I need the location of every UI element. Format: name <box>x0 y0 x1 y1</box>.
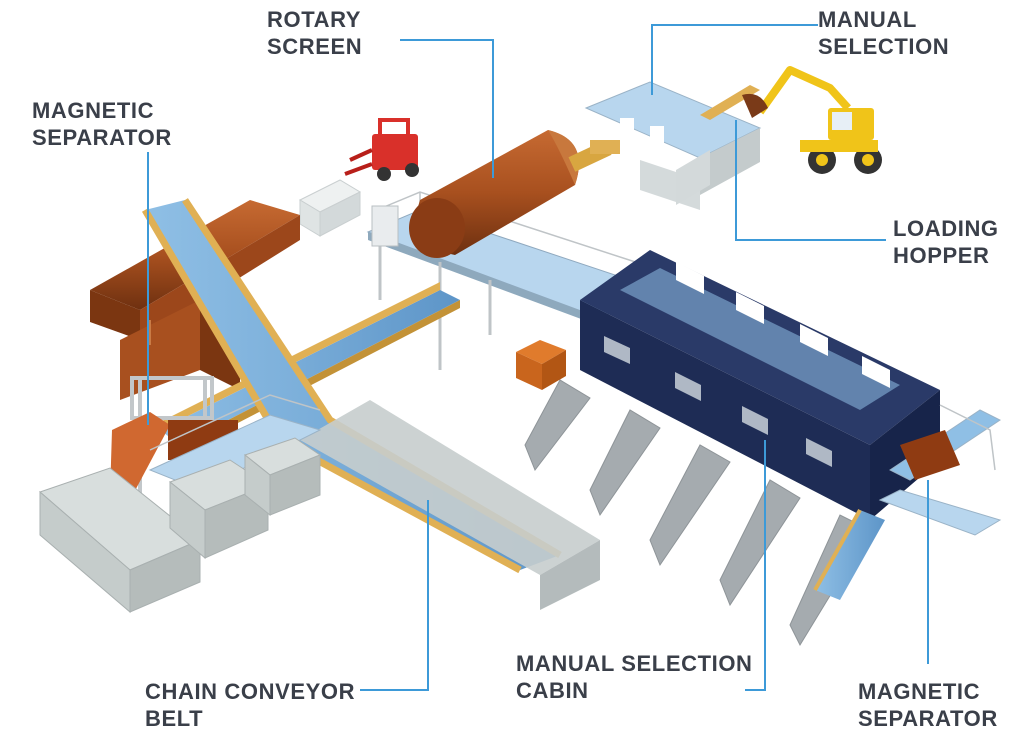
callout-lines <box>147 24 929 691</box>
orange-bin <box>516 340 566 390</box>
excavator <box>742 66 882 174</box>
right-conveyors <box>813 404 1002 600</box>
label-loading-hopper: LOADING HOPPER <box>893 216 999 268</box>
callout-line-manual-selection <box>651 24 818 95</box>
callout-line-chain-conveyor <box>360 500 429 691</box>
label-manual-selection: MANUAL SELECTION <box>818 7 950 59</box>
label-magnetic-separator-right: MAGNETIC SEPARATOR <box>858 679 998 731</box>
label-rotary-screen: ROTARY SCREEN <box>267 7 363 59</box>
rotary-screen <box>409 130 612 258</box>
manual-selection-cabin-building <box>580 250 940 682</box>
control-cabinet <box>371 205 399 247</box>
forklift <box>344 118 419 181</box>
callout-line-manual-selection-cabin <box>745 440 766 691</box>
chain-conveyor <box>141 198 600 610</box>
upper-selection-cabin <box>584 81 762 210</box>
label-magnetic-separator-left: MAGNETIC SEPARATOR <box>32 98 172 150</box>
callout-line-loading-hopper <box>735 120 886 241</box>
label-chain-conveyor-belt: CHAIN CONVEYOR BELT <box>145 679 356 731</box>
magnetic-separator-left-machine <box>110 376 238 500</box>
collection-bins <box>39 437 322 614</box>
feed-conveyor <box>160 282 460 453</box>
label-manual-selection-cabin: MANUAL SELECTION CABIN <box>516 651 753 703</box>
callout-line-rotary-screen <box>400 39 494 178</box>
discharge-chutes <box>524 379 871 647</box>
bales <box>298 179 362 237</box>
